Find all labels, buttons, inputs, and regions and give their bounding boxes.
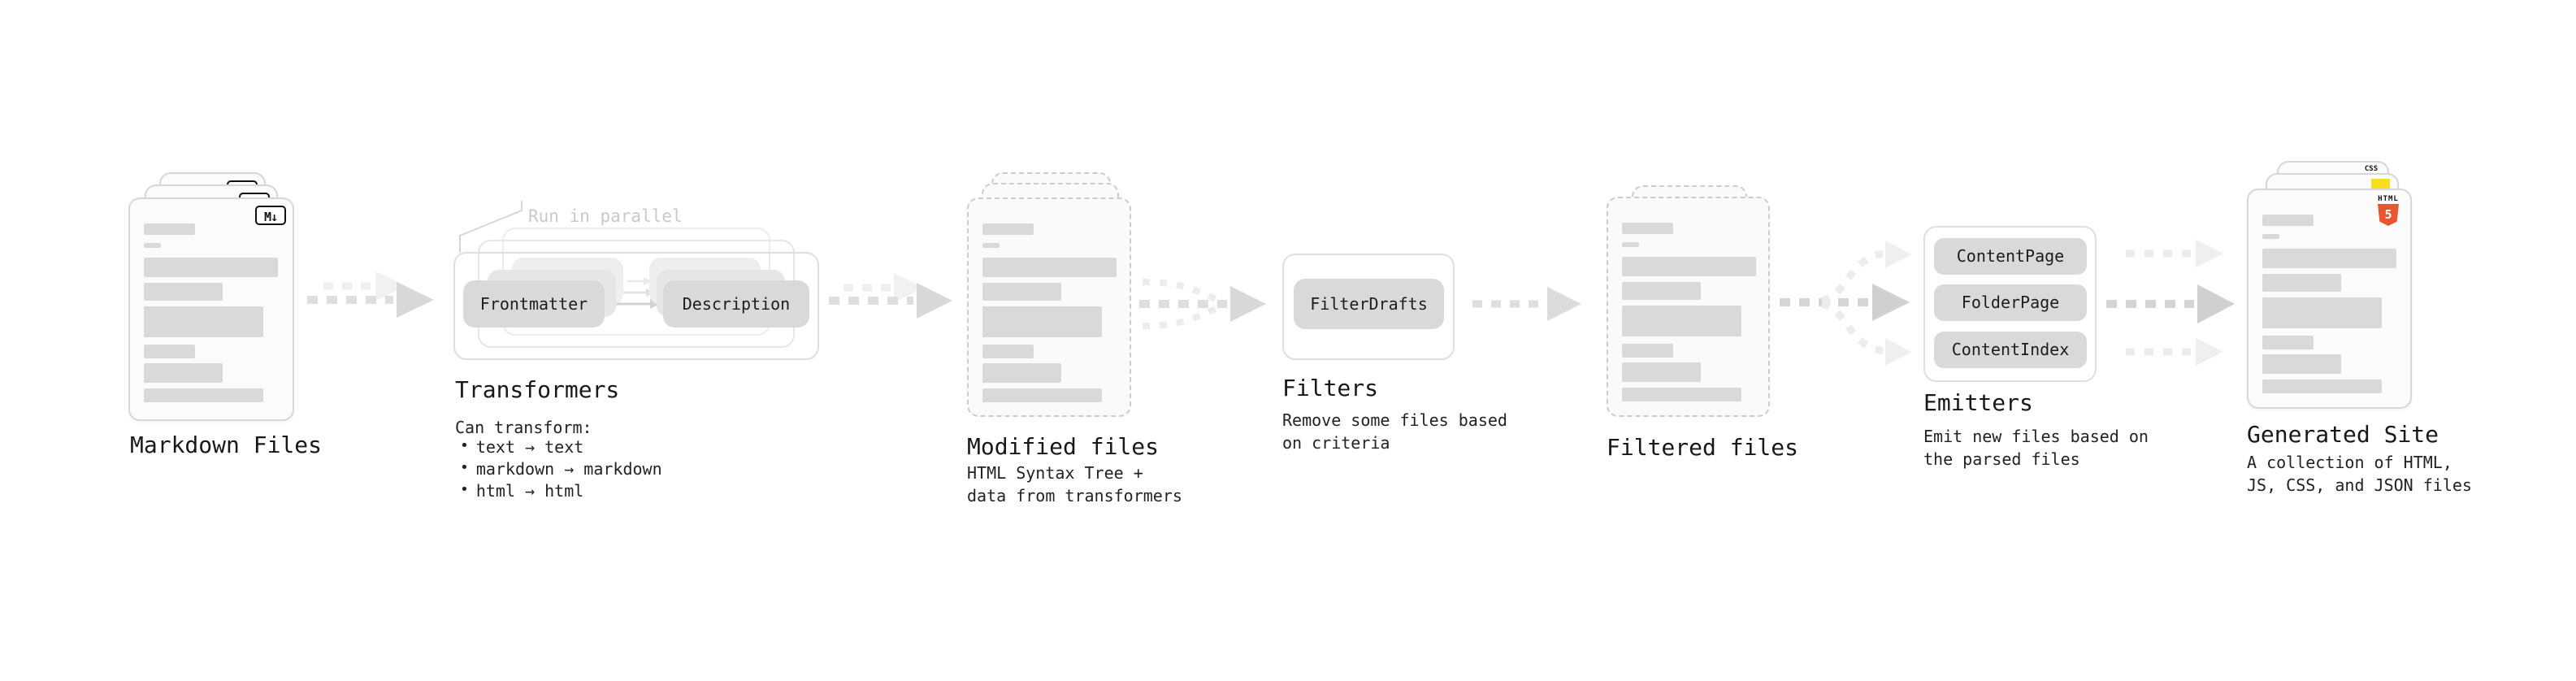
transformer-layer-front [453,252,819,360]
document-skeleton [982,223,1117,402]
generated-site-title: Generated Site [2247,421,2439,448]
site-file-card-front: HTML 5 [2247,189,2412,409]
generated-site-subtitle-line1: A collection of HTML, [2247,453,2452,472]
modified-files-subtitle-line1: HTML Syntax Tree + [967,463,1143,483]
emitters-subtitle-line1: Emit new files based on [1923,427,2149,446]
css-icon-label: CSS [2364,165,2379,173]
transform-bullet: • html → html [460,481,583,501]
markdown-icon: M↓ [255,206,286,225]
transform-bullet: • markdown → markdown [460,459,662,479]
document-skeleton [1622,223,1756,401]
run-in-parallel-note: Run in parallel [528,206,683,226]
modified-files-title: Modified files [967,433,1160,460]
emitters-subtitle-line2: the parsed files [1923,449,2080,469]
generated-site-subtitle-line2: JS, CSS, and JSON files [2247,475,2472,495]
html5-icon-number: 5 [2384,207,2392,222]
arrows-emitters-to-site [2106,240,2235,366]
filters-box [1282,254,1455,360]
modified-file-card-front [967,197,1131,417]
run-in-parallel-connector-line [459,201,523,253]
bullet-text: text → text [475,437,584,457]
javascript-icon [2371,179,2390,189]
transform-bullet: • text → text [460,437,583,457]
emitters-box [1923,226,2097,382]
document-skeleton [144,223,279,402]
arrow-modified-to-filters-merge [1139,279,1266,329]
transformers-subtitle: Can transform: [455,418,592,437]
description-pill: Description [663,280,809,327]
filters-subtitle-line1: Remove some files based [1282,410,1507,430]
html5-icon: HTML 5 [2376,195,2400,226]
bullet-text: markdown → markdown [475,459,662,479]
modified-files-subtitle-line2: data from transformers [967,486,1182,505]
bullet-icon: • [460,459,469,476]
document-skeleton [2262,215,2396,393]
arrow-transformers-to-modified [829,273,952,319]
html5-icon-shield: 5 [2378,204,2399,226]
filtered-file-card-front [1607,197,1770,417]
bullet-icon: • [460,437,469,454]
arrow-filtered-to-emitters-fanout [1780,241,1911,366]
arrow-markdown-to-transformers [307,271,434,318]
emitters-title: Emitters [1923,389,2033,416]
filters-title: Filters [1282,375,1379,401]
html5-icon-label: HTML [2378,195,2399,203]
bullet-icon: • [460,481,469,498]
transformers-title: Transformers [455,376,620,403]
filtered-files-title: Filtered files [1607,434,1799,461]
filters-subtitle-line2: on criteria [1282,433,1390,453]
frontmatter-pill: Frontmatter [463,280,605,327]
arrow-filters-to-filtered [1472,287,1581,321]
bullet-text: html → html [475,481,584,501]
contentindex-pill: ContentIndex [1934,332,2087,368]
filterdrafts-pill: FilterDrafts [1294,279,1444,329]
contentpage-pill: ContentPage [1934,238,2087,275]
markdown-file-card-front: M↓ [128,197,294,421]
markdown-files-title: Markdown Files [130,432,323,458]
folderpage-pill: FolderPage [1934,284,2087,321]
markdown-icon-label: M↓ [263,210,278,224]
